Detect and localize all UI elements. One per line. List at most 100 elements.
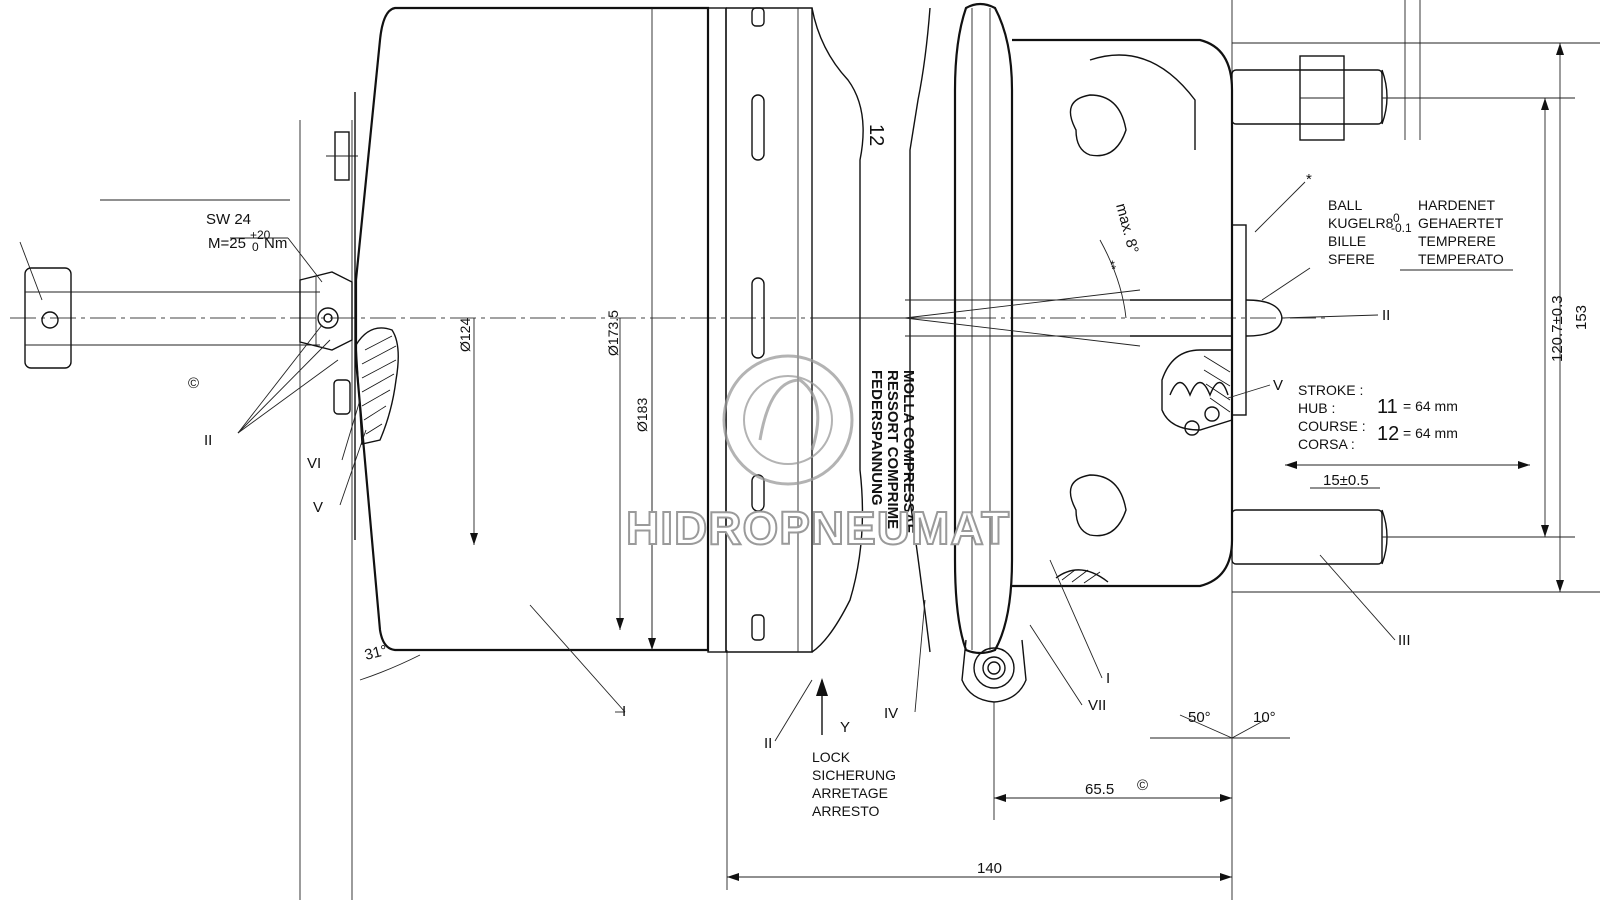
callout-IV: IV xyxy=(884,705,898,722)
callout-VII: VII xyxy=(1088,697,1106,714)
hardened-2: GEHAERTET xyxy=(1418,215,1504,231)
leader-II-c xyxy=(237,359,339,434)
stroke-label-2: HUB : xyxy=(1298,400,1335,416)
service-housing xyxy=(1012,38,1283,588)
wrench-torque: M=25 xyxy=(208,235,246,252)
stroke-row2-val: = 64 mm xyxy=(1403,425,1458,441)
dim-65-label: 65.5 xyxy=(1085,781,1114,798)
leader-III xyxy=(1319,554,1396,641)
end-nut-left xyxy=(19,241,72,369)
arrow-120-bot xyxy=(1541,525,1549,537)
star-mark: * xyxy=(1306,171,1312,188)
callout-II-right: II xyxy=(1382,307,1390,324)
angle-50-label: 50° xyxy=(1188,709,1211,726)
leader-IV xyxy=(914,599,926,713)
leader-II-a xyxy=(237,324,323,434)
leader-I-right xyxy=(1049,559,1103,679)
leader-ball xyxy=(1261,267,1311,301)
arrow-65-right xyxy=(1220,794,1232,802)
tilt-ray-top xyxy=(904,289,1141,319)
arrow-140-right xyxy=(1220,873,1232,881)
arrow-65-left xyxy=(994,794,1006,802)
leader-VII xyxy=(1029,624,1083,706)
stroke-row2-num: 12 xyxy=(1377,423,1399,445)
watermark-text: HIDROPNEUMAT xyxy=(626,502,1010,554)
diaphragm-waist xyxy=(811,7,1140,653)
tilt-stars: ** xyxy=(1103,259,1119,272)
ball-tol-lower: -0.1 xyxy=(1391,221,1412,235)
leader-star xyxy=(1254,181,1306,233)
band-text-3: MOLLA COMPRESSAE xyxy=(900,370,917,534)
angle-10-label: 10° xyxy=(1253,709,1276,726)
tilt-arc xyxy=(1099,239,1127,319)
lock-word-2: SICHERUNG xyxy=(812,767,896,783)
stroke-label-1: STROKE : xyxy=(1298,382,1363,398)
ball-tol-upper: 0 xyxy=(1393,211,1400,225)
band-text-2: RESSORT COMPRIME xyxy=(884,370,901,529)
hardened-4: TEMPERATO xyxy=(1418,251,1504,267)
dim-140-label: 140 xyxy=(977,860,1002,877)
stroke-label-4: CORSA : xyxy=(1298,436,1355,452)
angle-31-label: 31° xyxy=(363,642,389,664)
housing-number: 12 xyxy=(865,124,887,146)
arrow-173-bot xyxy=(616,618,624,630)
angle-31-arc xyxy=(359,654,421,681)
leader-II-b xyxy=(237,339,331,434)
service-ring xyxy=(953,2,1027,703)
mounting-stud-bottom xyxy=(1231,509,1388,565)
ball-word-2: KUGELR8 xyxy=(1328,215,1394,231)
callout-II-left: II xyxy=(204,432,212,449)
leader-V-left xyxy=(339,429,367,506)
leader-II-right xyxy=(1281,314,1379,319)
ball-word-1: BALL xyxy=(1328,197,1362,213)
wrench-tol-lower: 0 xyxy=(252,240,259,254)
stroke-row1-val: = 64 mm xyxy=(1403,398,1458,414)
arrow-124-bot xyxy=(470,533,478,545)
y-label: Y xyxy=(840,719,850,736)
arrow-120-top xyxy=(1541,98,1549,110)
clamp-band: FEDERSPANNUNG RESSORT COMPRIME MOLLA COM… xyxy=(707,7,917,653)
leader-VI xyxy=(341,399,361,461)
dim-d173: Ø173.5 xyxy=(605,310,621,356)
arrow-140-left xyxy=(727,873,739,881)
ball-word-3: BILLE xyxy=(1328,233,1366,249)
lock-arrow-head xyxy=(816,678,828,696)
leader-II-bottom xyxy=(774,679,813,742)
copyright-bottom: © xyxy=(1137,777,1148,794)
lock-word-4: ARRESTO xyxy=(812,803,880,819)
arrow-153-top xyxy=(1556,43,1564,55)
leader-I-left xyxy=(529,604,626,713)
wrench-size: SW 24 xyxy=(206,211,251,228)
callout-I-right: I xyxy=(1106,670,1110,687)
bolt-spacing-dim: 120.7±0.3 xyxy=(1549,295,1566,362)
lock-word-3: ARRETAGE xyxy=(812,785,888,801)
lock-word-1: LOCK xyxy=(812,749,851,765)
arrow-stroke-right xyxy=(1518,461,1530,469)
callout-II-bottom: II xyxy=(764,735,772,752)
arrow-153-bot xyxy=(1556,580,1564,592)
band-text-1: FEDERSPANNUNG xyxy=(868,370,885,506)
dim-d124: Ø124 xyxy=(457,318,473,352)
hardened-3: TEMPRERE xyxy=(1418,233,1496,249)
arrow-183-bot xyxy=(648,638,656,650)
leader-V-right xyxy=(1227,384,1271,399)
vent-plug-hex xyxy=(299,131,358,415)
wrench-unit: Nm xyxy=(264,235,287,252)
callout-VI: VI xyxy=(307,455,321,472)
mounting-stud-top xyxy=(1231,55,1388,141)
callout-V-left: V xyxy=(313,499,323,516)
angle-50-ray xyxy=(1179,714,1233,739)
arrow-stroke-left xyxy=(1285,461,1297,469)
callout-III: III xyxy=(1398,632,1411,649)
callout-V-right: V xyxy=(1273,377,1283,394)
wrench-tol-upper: +20 xyxy=(250,228,271,242)
stroke-row1-num: 11 xyxy=(1377,396,1398,418)
pushrod-dim: 15±0.5 xyxy=(1323,472,1369,489)
tilt-ray-bot xyxy=(904,317,1141,347)
ball-word-4: SFERE xyxy=(1328,251,1375,267)
height-153-dim: 153 xyxy=(1573,305,1590,330)
dim-d183: Ø183 xyxy=(634,398,650,432)
callout-I-left: I xyxy=(622,703,626,720)
